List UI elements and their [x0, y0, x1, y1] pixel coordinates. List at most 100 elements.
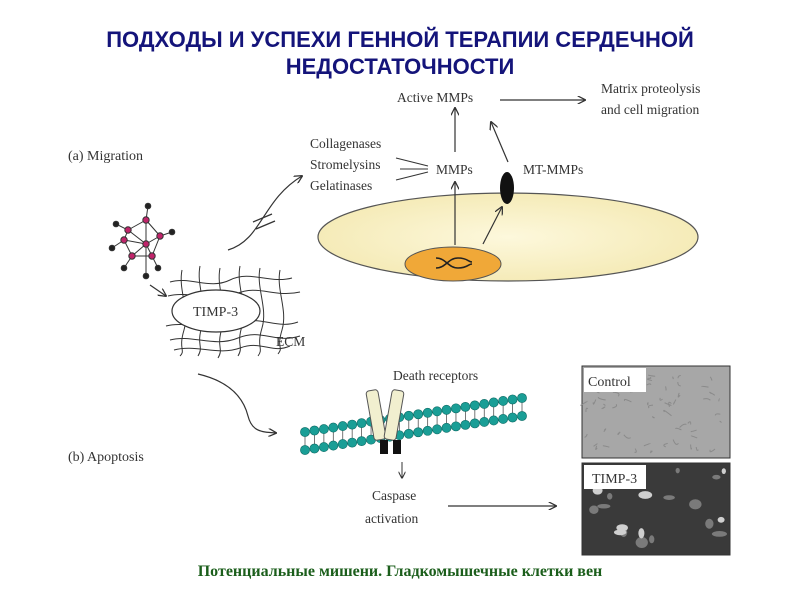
cell-texture-stroke: [603, 403, 606, 406]
lipid-head: [422, 425, 433, 436]
cell-texture-stroke: [584, 433, 588, 438]
lipid-head: [498, 396, 509, 406]
lipid-head: [451, 403, 461, 414]
cell-body: [317, 192, 699, 282]
timp3-ellipse: [171, 289, 261, 333]
lipid-head: [469, 400, 480, 411]
ecm-label: ECM: [276, 334, 305, 349]
lipid-head: [488, 415, 499, 426]
cell-texture-stroke: [592, 399, 597, 405]
lipid-head: [318, 424, 329, 434]
lipid-head: [441, 404, 452, 415]
apoptotic-cell-spot: [649, 535, 655, 544]
cell-texture-stroke: [701, 385, 709, 388]
mmp-type-gelatinases: Gelatinases: [310, 178, 372, 193]
apoptotic-cell-spot: [635, 537, 648, 548]
apoptotic-cell-spot: [663, 495, 675, 500]
cell-texture-stroke: [677, 375, 681, 379]
mt-mmp-receptor: [500, 172, 514, 204]
apoptotic-cell-spot: [711, 530, 728, 537]
mmp-type-collagenases: Collagenases: [310, 136, 381, 151]
cell-texture-stroke: [709, 448, 716, 453]
cell-texture-stroke: [646, 378, 653, 382]
arrow-molecule-to-timp: [149, 284, 166, 296]
cell-texture-stroke: [593, 443, 598, 447]
cell-texture-stroke: [673, 399, 677, 405]
lipid-head: [498, 414, 509, 424]
lipid-head: [413, 427, 424, 438]
control-photo-label: Control: [588, 375, 631, 390]
lipid-head: [432, 406, 442, 417]
outcome-line-2: and cell migration: [601, 102, 699, 117]
cell-texture-stroke: [665, 386, 667, 391]
lipid-head: [422, 407, 433, 418]
migration-section-label: (a) Migration: [68, 149, 143, 164]
cell-texture-stroke: [623, 398, 632, 403]
lipid-head: [451, 421, 461, 432]
cell-texture-stroke: [719, 420, 722, 423]
cell-texture-stroke: [664, 402, 672, 406]
lipid-head: [460, 419, 471, 430]
cell-texture-stroke: [690, 444, 693, 450]
cell-texture-stroke: [617, 431, 621, 436]
lipid-head: [300, 427, 310, 437]
apoptotic-cell-spot: [717, 516, 725, 523]
footer-caption: Потенциальные мишени. Гладкомышечные кле…: [197, 563, 603, 580]
apoptotic-cell-spot: [721, 468, 726, 475]
cell-texture-stroke: [668, 401, 672, 408]
mmp-type-stromelysins: Stromelysins: [310, 157, 381, 172]
inhibition-mark: [252, 213, 276, 230]
cell-texture-stroke: [648, 374, 656, 377]
cell-texture-stroke: [687, 421, 692, 425]
lipid-head: [328, 440, 339, 451]
cell-texture-stroke: [703, 398, 711, 401]
lipid-head: [356, 436, 367, 447]
apoptotic-cell-spot: [689, 499, 702, 510]
apoptosis-section-label: (b) Apoptosis: [68, 450, 144, 465]
apoptotic-cell-spot: [597, 504, 611, 509]
lipid-head: [460, 401, 471, 412]
cell-texture-stroke: [647, 404, 654, 409]
cell-texture-stroke: [647, 376, 652, 379]
lipid-head: [403, 428, 414, 439]
cell-texture-stroke: [677, 381, 681, 387]
apoptotic-cell-spot: [705, 518, 714, 529]
cell-texture-stroke: [679, 423, 687, 428]
mt-mmps-label: MT-MMPs: [523, 162, 583, 177]
lipid-head: [337, 439, 348, 449]
cell-texture-stroke: [612, 391, 620, 397]
apoptotic-cell-spot: [712, 474, 721, 480]
cell-texture-stroke: [649, 450, 653, 454]
cell-texture-stroke: [643, 442, 651, 447]
page-title-line-2: НЕДОСТАТОЧНОСТИ: [285, 54, 515, 79]
lipid-bilayer: [300, 393, 527, 455]
lipid-head: [469, 418, 480, 429]
lipid-head: [488, 397, 499, 408]
cell-texture-stroke: [601, 406, 606, 410]
lipid-head: [347, 437, 358, 448]
dna-symbol: [435, 257, 473, 269]
cell-texture-stroke: [718, 398, 720, 402]
cell-texture-stroke: [659, 397, 663, 401]
arrow-timp-to-mmp-types: [227, 176, 302, 251]
lipid-head: [309, 425, 320, 436]
mmps-label: MMPs: [436, 162, 473, 177]
cell-texture-stroke: [709, 391, 716, 396]
cell-texture-stroke: [652, 416, 655, 419]
cell-texture-stroke: [603, 428, 607, 433]
cell-texture-stroke: [597, 396, 606, 401]
cell-texture-stroke: [634, 448, 637, 453]
cell-texture-stroke: [675, 427, 682, 431]
lipid-head: [507, 394, 518, 405]
timp3-label: TIMP-3: [193, 305, 238, 320]
death-receptors-label: Death receptors: [393, 368, 478, 383]
timp3-molecule-icon: [108, 202, 176, 280]
cell-texture-stroke: [709, 376, 713, 381]
cell-texture-stroke: [695, 446, 699, 451]
apoptotic-cell-spot: [638, 528, 645, 539]
arrow-timp-to-membrane: [197, 373, 276, 433]
cell-texture-stroke: [677, 392, 681, 398]
timp3-photo-label: TIMP-3: [592, 472, 637, 487]
cell-texture-stroke: [646, 383, 652, 386]
lipid-head: [507, 412, 518, 423]
